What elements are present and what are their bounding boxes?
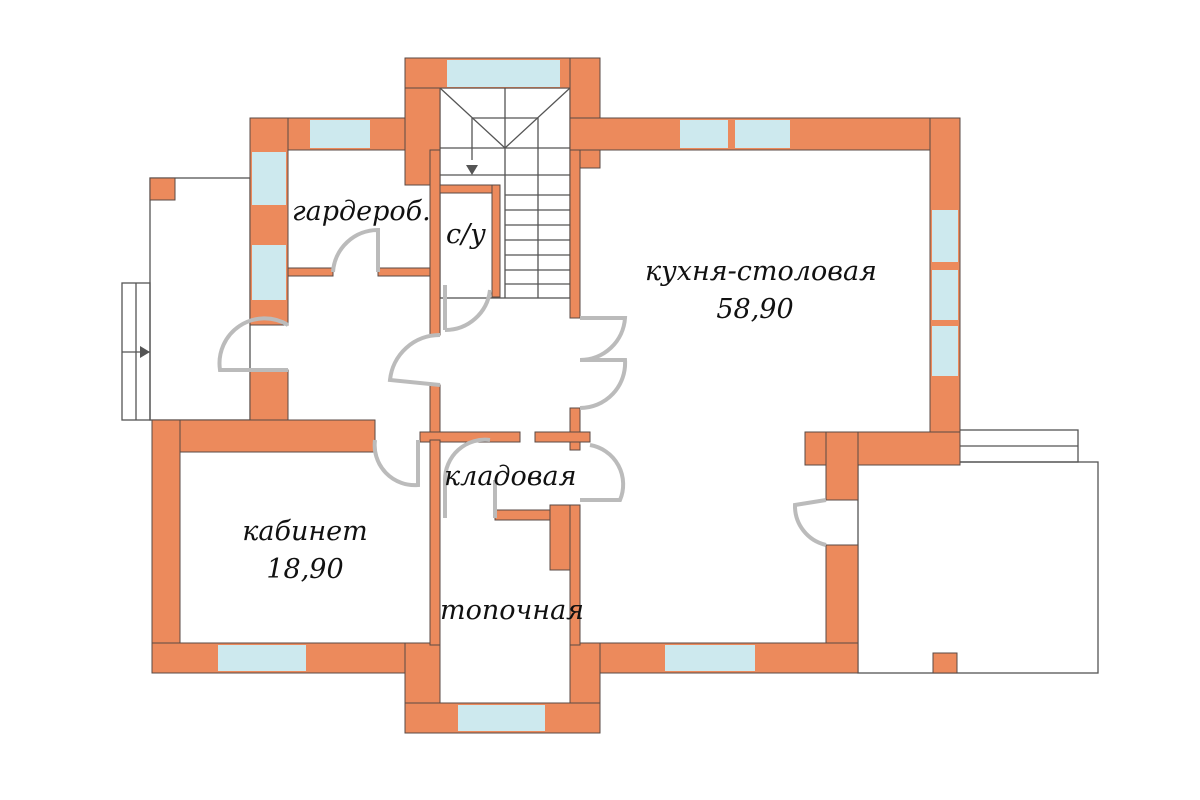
- study-name: кабинет: [242, 516, 368, 547]
- entry-arrow-icon: [140, 346, 150, 358]
- windows: [218, 60, 958, 731]
- kitchen-area: 58,90: [716, 294, 794, 325]
- doors: [217, 227, 827, 547]
- kitchen-name: кухня-столовая: [645, 256, 877, 287]
- room-label-pantry: кладовая: [444, 461, 577, 492]
- room-label-wc: с/у: [446, 219, 486, 250]
- room-label-study: кабинет 18,90: [240, 515, 370, 587]
- room-label-boiler: топочная: [440, 595, 585, 626]
- right-terrace: [857, 429, 1099, 674]
- staircase: [439, 87, 571, 299]
- stair-steps: [505, 194, 570, 285]
- stair-arrow-icon: [466, 165, 478, 175]
- room-label-kitchen: кухня-столовая 58,90: [645, 255, 877, 327]
- study-area: 18,90: [266, 554, 344, 585]
- room-label-wardrobe: гардероб.: [292, 196, 431, 227]
- left-terrace: [121, 177, 251, 421]
